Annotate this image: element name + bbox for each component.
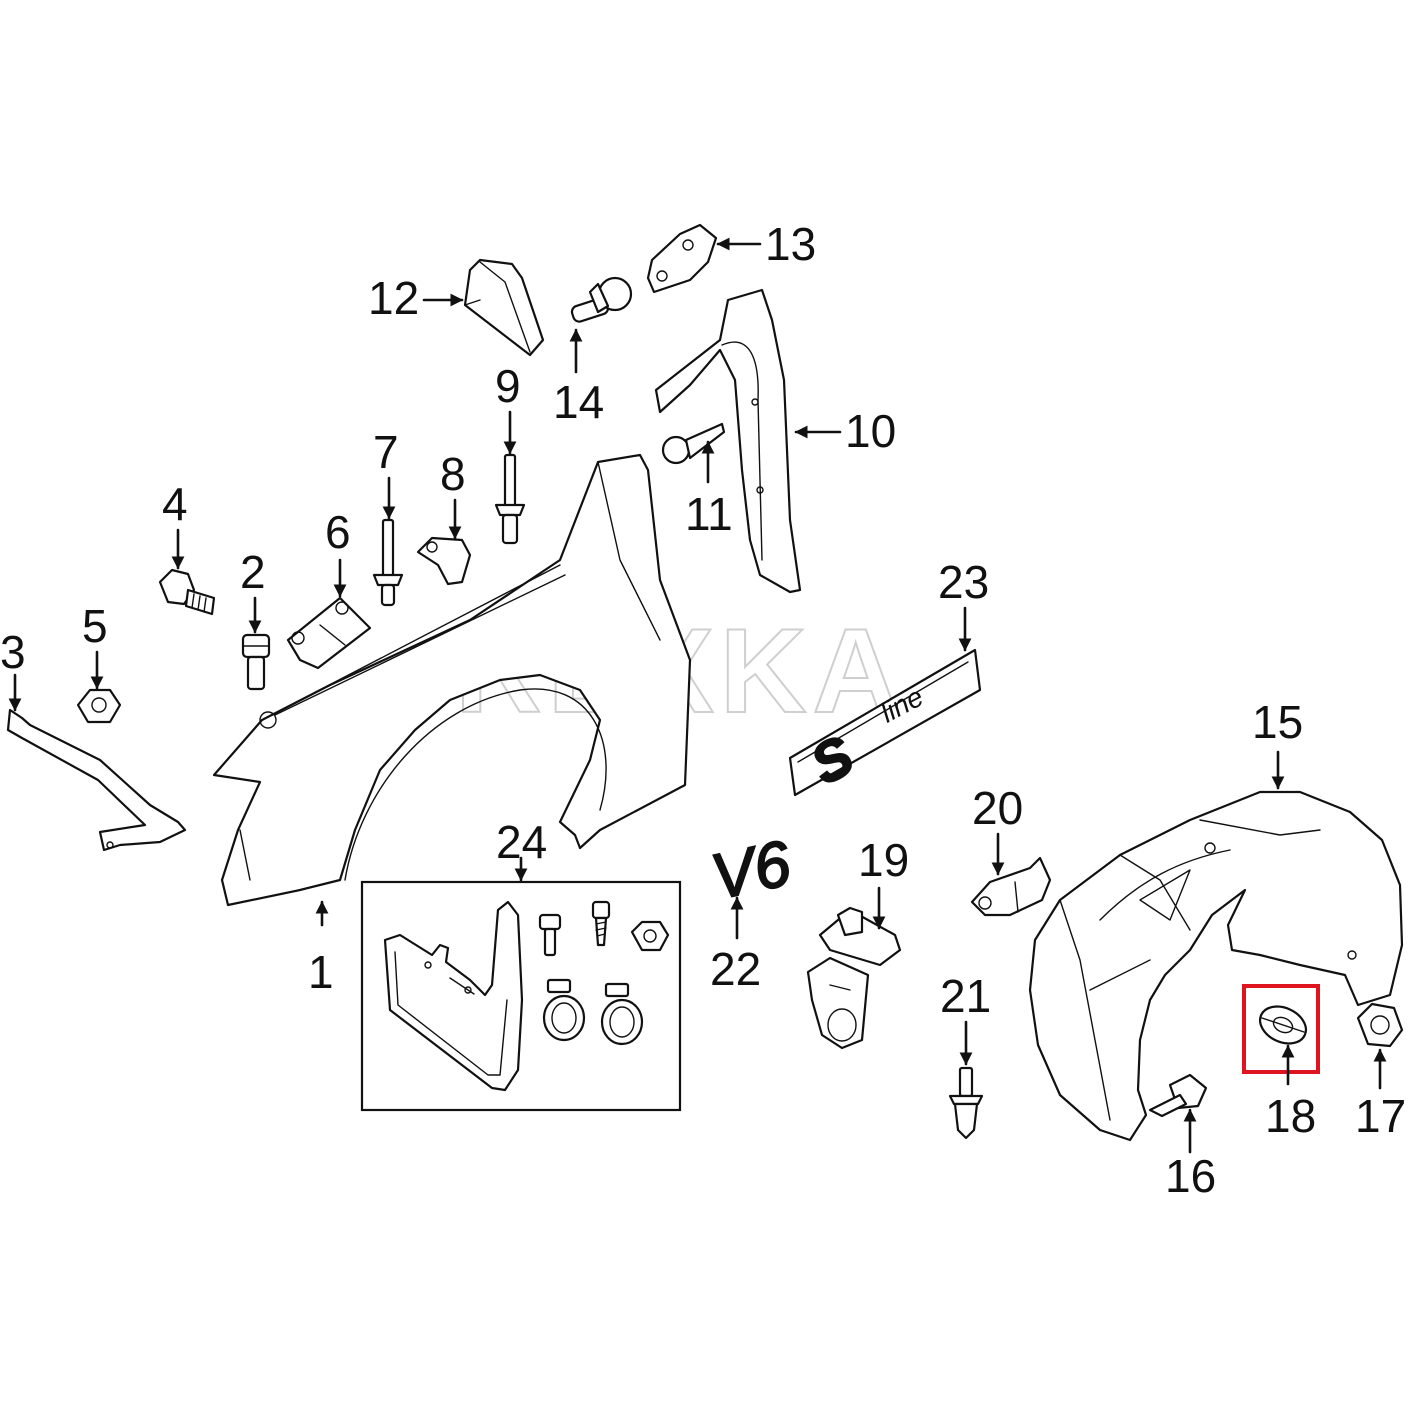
callout-7: 7 (373, 426, 399, 478)
part-2-bolt (241, 633, 271, 691)
part-11-screw (661, 422, 726, 465)
part-22-v6-badge: V6 (704, 825, 798, 914)
callout-16: 16 (1165, 1150, 1216, 1202)
callout-20: 20 (972, 782, 1023, 834)
part-6-bracket (286, 596, 372, 670)
part-21-rivet (948, 1066, 984, 1140)
kit-frame (360, 880, 682, 1112)
callout-10: 10 (845, 405, 896, 457)
part-19-bracket (806, 906, 902, 1050)
callout-19: 19 (858, 834, 909, 886)
callout-22: 22 (710, 943, 761, 995)
part-17-nut (1356, 1002, 1404, 1048)
part-15-liner (1028, 790, 1404, 1142)
callout-12: 12 (368, 272, 419, 324)
callout-9: 9 (495, 360, 521, 412)
part-1-fender (212, 453, 692, 907)
part-10-trim (654, 288, 802, 594)
part-23-sline-badge: S line (788, 648, 982, 797)
callout-3: 3 (0, 626, 26, 678)
part-5-nut (76, 688, 122, 724)
callout-1: 1 (308, 946, 334, 998)
part-16-screw (1148, 1073, 1208, 1118)
part-14-clip (570, 276, 633, 323)
callout-18: 18 (1265, 1090, 1316, 1142)
callout-8: 8 (440, 448, 466, 500)
callout-17: 17 (1355, 1090, 1406, 1142)
callout-4: 4 (162, 478, 188, 530)
callout-5: 5 (82, 600, 108, 652)
callout-24: 24 (496, 816, 547, 868)
part-9-rivet (494, 453, 526, 545)
part-24-mudflap-kit (360, 880, 682, 1112)
callout-labels: 1 2 3 4 5 6 7 8 9 10 11 12 13 14 15 16 1… (0, 218, 1406, 1202)
callout-6: 6 (325, 506, 351, 558)
part-3-bracket (6, 708, 187, 852)
part-20-bracket (970, 856, 1052, 917)
callout-2: 2 (240, 546, 266, 598)
part-12-block (463, 258, 545, 357)
part-8-clip (416, 536, 472, 586)
part-18-washer (1258, 1005, 1308, 1045)
part-4-bolt (158, 568, 216, 616)
part-7-pin (372, 518, 404, 607)
callout-23: 23 (938, 556, 989, 608)
leader-lines (8, 237, 1387, 1154)
part-13-bracket (646, 223, 718, 294)
callout-11: 11 (685, 488, 733, 540)
v6-badge-text: V6 (705, 826, 797, 913)
highlight-box-18 (1242, 984, 1320, 1074)
callout-14: 14 (553, 376, 604, 428)
callout-21: 21 (940, 970, 991, 1022)
callout-15: 15 (1252, 696, 1303, 748)
callout-13: 13 (765, 218, 816, 270)
